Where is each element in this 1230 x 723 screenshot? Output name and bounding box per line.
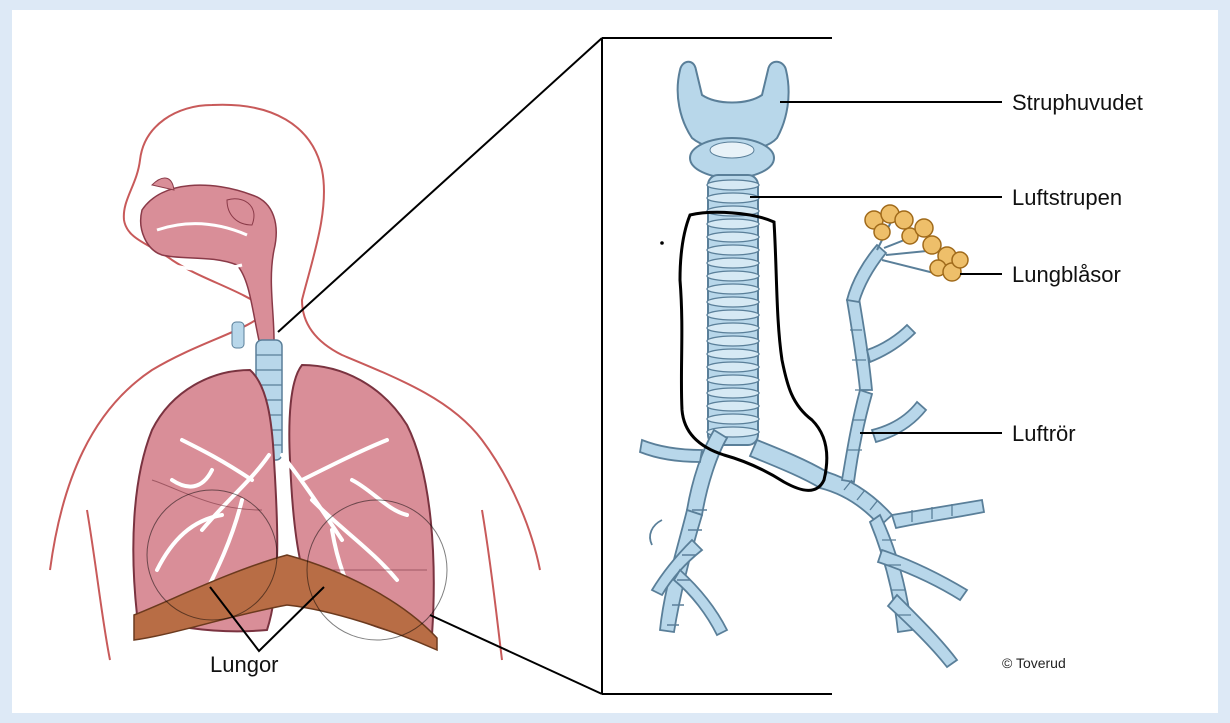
- trachea-ring: [707, 375, 759, 385]
- label-larynx: Struphuvudet: [1012, 90, 1143, 116]
- trachea-ring: [707, 323, 759, 333]
- trachea-ring: [707, 180, 759, 190]
- airway-detail: [640, 62, 984, 667]
- trachea-ring: [707, 310, 759, 320]
- trachea-ring: [707, 414, 759, 424]
- credit-text: © Toverud: [1002, 655, 1066, 671]
- trachea-ring: [707, 336, 759, 346]
- trachea-ring: [707, 245, 759, 255]
- alveoli-cluster: [865, 205, 968, 281]
- trachea-ring: [707, 362, 759, 372]
- trachea-ring: [707, 232, 759, 242]
- trachea-ring: [707, 388, 759, 398]
- nasal-cavity: [141, 185, 276, 345]
- label-lungs: Lungor: [210, 652, 279, 678]
- trachea-ring: [707, 297, 759, 307]
- trachea-ring: [707, 284, 759, 294]
- trachea-ring: [707, 258, 759, 268]
- trachea-ring: [707, 219, 759, 229]
- body-figure: [50, 105, 540, 660]
- trachea-ring: [707, 349, 759, 359]
- label-alveoli: Lungblåsor: [1012, 262, 1121, 288]
- label-trachea: Luftstrupen: [1012, 185, 1122, 211]
- diagram-canvas: Struphuvudet Luftstrupen Lungblåsor Luft…: [12, 10, 1218, 713]
- right-bronchus: [750, 245, 984, 667]
- trachea-ring: [707, 271, 759, 281]
- trachea-ring: [707, 401, 759, 411]
- label-bronchi: Luftrör: [1012, 421, 1076, 447]
